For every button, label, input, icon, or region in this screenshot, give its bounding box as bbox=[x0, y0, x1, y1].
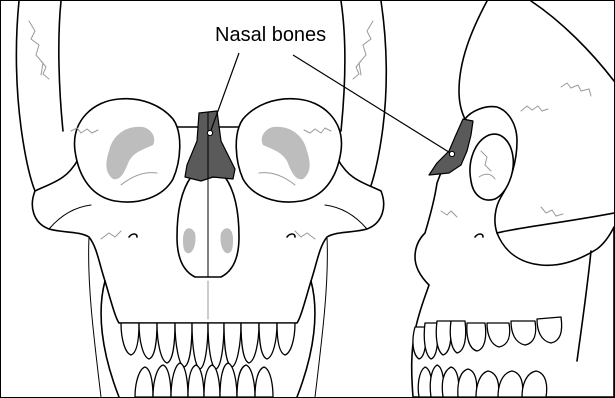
frontal-suture-right bbox=[353, 21, 373, 79]
lateral-zygomatic-suture bbox=[541, 207, 563, 216]
nasal-bones-label: Nasal bones bbox=[215, 25, 326, 45]
frontal-cranium-left-outline bbox=[16, 1, 35, 191]
frontal-suture-left bbox=[29, 21, 49, 79]
lateral-coronal-suture bbox=[521, 83, 591, 111]
leader-dot-lateral bbox=[449, 151, 454, 156]
frontal-skull bbox=[16, 1, 386, 397]
frontal-temporal-line-left bbox=[59, 1, 63, 131]
leader-line-frontal bbox=[210, 53, 239, 133]
frontal-temporal-line-right bbox=[341, 1, 345, 131]
leader-dot-frontal bbox=[207, 130, 212, 135]
lateral-cranium-outline bbox=[459, 1, 487, 119]
lateral-vault-back bbox=[531, 1, 614, 81]
frontal-upper-teeth bbox=[121, 323, 295, 369]
frontal-lower-teeth bbox=[135, 363, 273, 397]
frontal-cranium-right-outline bbox=[369, 1, 386, 191]
lateral-skull bbox=[412, 1, 614, 397]
